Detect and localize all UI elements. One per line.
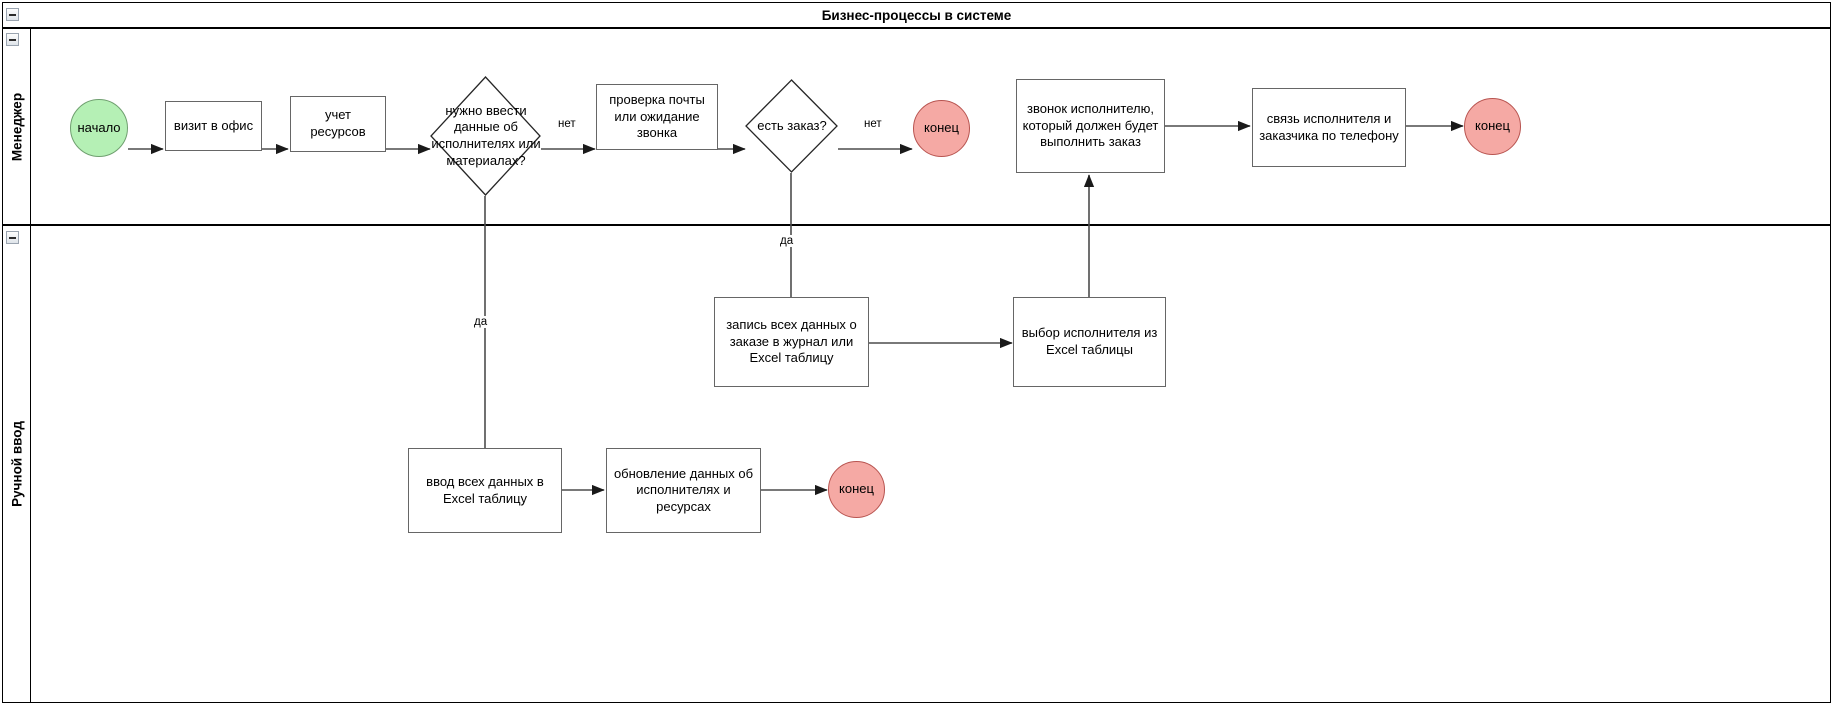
page-title: Бизнес-процессы в системе — [821, 7, 1012, 23]
diamond-shape — [430, 76, 541, 196]
edge-label-decision2-yes: да — [778, 235, 796, 247]
node-end-connected-label: конец — [1475, 118, 1510, 134]
lane-manager-label: Менеджер — [9, 92, 24, 161]
node-record-order[interactable]: запись всех данных о заказе в журнал или… — [714, 297, 869, 387]
node-end-no-order-label: конец — [924, 120, 959, 136]
edge-label-decision2-no: нет — [862, 118, 884, 130]
node-connect-parties-label: связь исполнителя и заказчика по телефон… — [1259, 110, 1399, 143]
lane-manual-collapse-icon[interactable] — [6, 231, 19, 244]
node-start-label: начало — [77, 119, 121, 135]
node-check-mail[interactable]: проверка почты или ожидание звонка — [596, 84, 718, 150]
node-call-executor-label: звонок исполнителю, который должен будет… — [1022, 101, 1159, 150]
node-update-data-label: обновление данных об исполнителях и ресу… — [613, 465, 754, 514]
node-enter-data-label: ввод всех данных в Excel таблицу — [426, 473, 544, 506]
lane-manager-collapse-icon[interactable] — [6, 33, 19, 46]
node-has-order-decision[interactable]: есть заказ? — [745, 79, 838, 173]
lane-manager-header: Менеджер — [3, 29, 31, 224]
node-end-no-order[interactable]: конец — [913, 100, 970, 157]
node-resource-accounting-label: учет ресурсов — [310, 107, 366, 139]
lane-manual: Ручной ввод — [2, 225, 1831, 703]
node-end-connected[interactable]: конец — [1464, 98, 1521, 155]
pool-collapse-icon[interactable] — [6, 8, 19, 21]
node-check-mail-label: проверка почты или ожидание звонка — [609, 92, 705, 141]
lane-manual-label: Ручной ввод — [9, 421, 24, 507]
minus-icon — [9, 236, 16, 239]
node-select-executor[interactable]: выбор исполнителя из Excel таблицы — [1013, 297, 1166, 387]
diamond-shape — [745, 79, 838, 173]
node-start[interactable]: начало — [70, 99, 128, 157]
node-connect-parties[interactable]: связь исполнителя и заказчика по телефон… — [1252, 88, 1406, 167]
node-visit-office-label: визит в офис — [173, 117, 254, 133]
node-resource-accounting[interactable]: учет ресурсов — [290, 96, 386, 152]
node-visit-office[interactable]: визит в офис — [165, 101, 262, 151]
node-end-updated[interactable]: конец — [828, 461, 885, 518]
minus-icon — [9, 13, 16, 16]
node-enter-data[interactable]: ввод всех данных в Excel таблицу — [408, 448, 562, 533]
edge-label-decision1-no: нет — [556, 118, 578, 130]
node-end-updated-label: конец — [839, 481, 874, 497]
node-record-order-label: запись всех данных о заказе в журнал или… — [726, 317, 857, 366]
lane-manual-header: Ручной ввод — [3, 226, 31, 702]
node-select-executor-label: выбор исполнителя из Excel таблицы — [1021, 325, 1158, 357]
edge-label-decision1-yes: да — [472, 316, 490, 328]
node-update-data[interactable]: обновление данных об исполнителях и ресу… — [606, 448, 761, 533]
pool-title-bar: Бизнес-процессы в системе — [2, 2, 1831, 28]
minus-icon — [9, 38, 16, 41]
node-need-data-decision[interactable]: нужно ввести данные об исполнителях или … — [430, 76, 541, 196]
node-call-executor[interactable]: звонок исполнителю, который должен будет… — [1016, 79, 1165, 173]
